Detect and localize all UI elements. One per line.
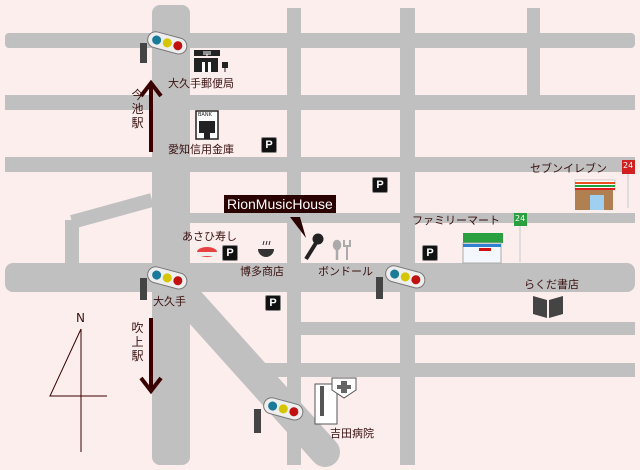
label-familymart: ファミリーマート bbox=[412, 214, 500, 227]
label-hospital: 吉田病院 bbox=[330, 427, 374, 440]
label-sushi: あさひ寿し bbox=[182, 230, 237, 243]
road bbox=[5, 263, 635, 292]
traffic-light-icon bbox=[263, 397, 304, 421]
book-icon bbox=[533, 296, 563, 318]
label-bank: 愛知信用金庫 bbox=[168, 143, 234, 156]
label-bookstore: らくだ書店 bbox=[524, 278, 579, 291]
traffic-light-pole bbox=[140, 43, 147, 63]
compass bbox=[49, 328, 107, 452]
venue-callout: RionMusicHouse bbox=[224, 195, 336, 213]
road bbox=[300, 322, 635, 335]
callout-pointer bbox=[290, 217, 306, 238]
traffic-light-pole bbox=[376, 277, 383, 299]
seven-eleven-24-sign: 24 bbox=[623, 161, 634, 170]
post-office-icon bbox=[194, 50, 228, 72]
traffic-light-pole bbox=[140, 278, 147, 300]
parking-icon: P bbox=[261, 137, 277, 153]
road bbox=[287, 8, 301, 465]
sushi-icon bbox=[197, 247, 217, 257]
road bbox=[152, 5, 190, 465]
microphone-icon bbox=[304, 233, 324, 261]
arrow-north bbox=[139, 79, 163, 152]
traffic-light-icon bbox=[147, 31, 188, 55]
label-north-station: 今池駅 bbox=[131, 88, 144, 130]
traffic-light-icon bbox=[385, 265, 426, 289]
compass-north-label: N bbox=[76, 311, 85, 325]
road bbox=[527, 8, 540, 108]
traffic-light-pole bbox=[254, 409, 261, 433]
traffic-light-icon bbox=[147, 266, 188, 290]
bank-icon bbox=[195, 110, 219, 140]
parking-icon: P bbox=[422, 245, 438, 261]
familymart-icon bbox=[462, 213, 527, 264]
road bbox=[260, 363, 635, 377]
bank-sign: BANK bbox=[198, 112, 212, 118]
cutlery-icon bbox=[332, 239, 351, 260]
label-intersection: 大久手 bbox=[153, 295, 186, 308]
label-post-office: 大久手郵便局 bbox=[168, 77, 234, 90]
label-seven-eleven: セブンイレブン bbox=[530, 162, 607, 175]
seven-eleven-icon bbox=[574, 160, 635, 210]
road bbox=[65, 220, 79, 265]
hospital-icon bbox=[314, 377, 357, 425]
parking-icon: P bbox=[372, 177, 388, 193]
parking-icon: P bbox=[265, 295, 281, 311]
road bbox=[400, 8, 415, 465]
ramen-icon bbox=[258, 240, 274, 257]
familymart-24-sign: 24 bbox=[515, 214, 526, 223]
label-ramen: 博多商店 bbox=[240, 265, 284, 278]
label-restaurant: ボンドール bbox=[318, 265, 373, 278]
label-south-station: 吹上駅 bbox=[131, 321, 144, 363]
arrow-south bbox=[139, 318, 163, 395]
parking-icon: P bbox=[222, 245, 238, 261]
